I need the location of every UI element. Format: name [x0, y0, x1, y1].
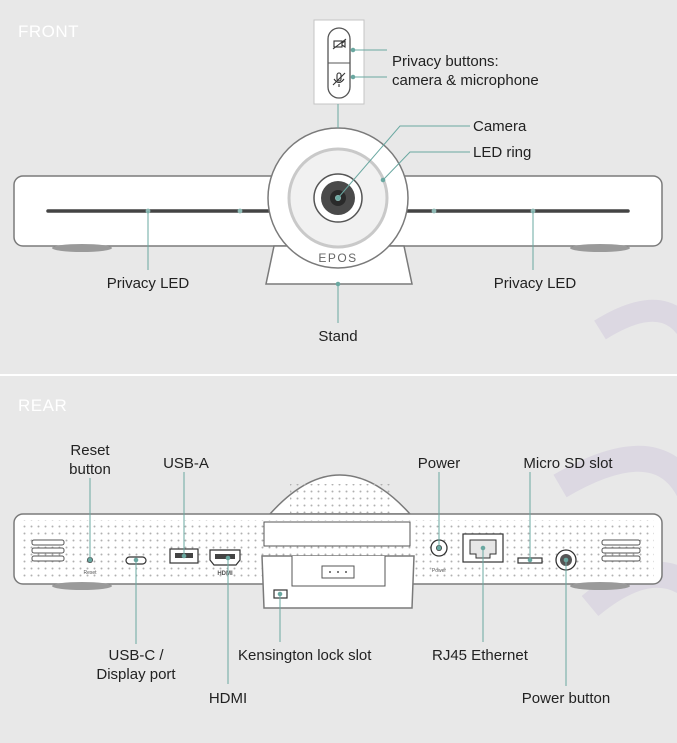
label-privacy-buttons: Privacy buttons:	[392, 53, 499, 70]
rear-panel: Reset HDMI Power	[0, 376, 677, 743]
front-panel: EPOS	[0, 0, 677, 374]
front-title: FRONT	[18, 22, 80, 41]
vent-right	[601, 539, 641, 562]
label-hdmi: HDMI	[208, 690, 248, 707]
camera-off-icon	[332, 38, 347, 50]
label-power: Power	[417, 455, 461, 472]
label-reset-1: Reset	[70, 442, 110, 459]
label-power-button: Power button	[521, 690, 611, 707]
brand-logo: EPOS	[318, 251, 357, 265]
foot-left	[52, 244, 112, 252]
label-privacy-led-right: Privacy LED	[493, 275, 577, 292]
rear-title: REAR	[18, 396, 68, 415]
vent-left	[31, 539, 65, 562]
mic-off-icon	[332, 72, 346, 87]
svg-text:Power: Power	[432, 568, 447, 574]
label-usb-c-1: USB-C /	[108, 647, 164, 664]
label-camera: Camera	[473, 118, 527, 135]
rear-illustration: Reset HDMI Power	[13, 445, 677, 686]
label-rj45: RJ45 Ethernet	[432, 647, 528, 664]
front-illustration: EPOS	[13, 19, 677, 340]
label-kensington: Kensington lock slot	[238, 647, 372, 664]
foot-right	[570, 244, 630, 252]
label-micro-sd: Micro SD slot	[523, 455, 613, 472]
label-usb-a: USB-A	[163, 455, 209, 472]
label-reset-2: button	[69, 461, 111, 478]
svg-text:HDMI: HDMI	[217, 571, 233, 577]
label-privacy-led-left: Privacy LED	[106, 275, 190, 292]
label-led-ring: LED ring	[473, 144, 532, 161]
label-privacy-buttons-sub: camera & microphone	[392, 72, 539, 89]
svg-text:Reset: Reset	[83, 570, 97, 576]
label-stand: Stand	[318, 328, 358, 345]
watermark	[594, 299, 677, 340]
label-usb-c-2: Display port	[96, 666, 176, 683]
